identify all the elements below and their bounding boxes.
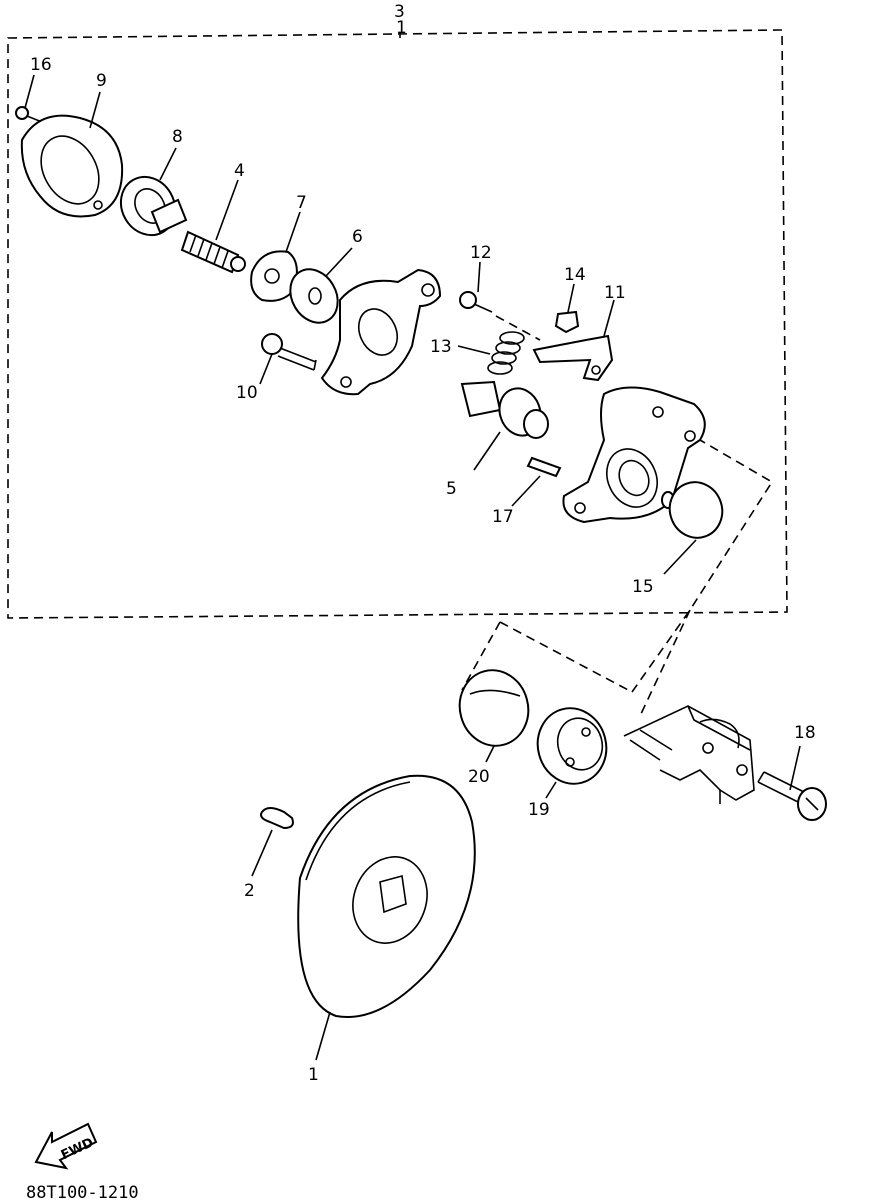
part-7-plate	[250, 211, 301, 302]
part-20-cap	[458, 669, 530, 763]
forward-direction-marker: FWD	[34, 1122, 98, 1170]
drawing-code: 88T100-1210	[26, 1183, 139, 1203]
assembly-boundary	[7, 29, 788, 717]
callout-12: 12	[470, 243, 492, 263]
part-2-key	[251, 807, 294, 877]
part-8-shaft-gear	[119, 147, 188, 237]
callout-6: 6	[352, 227, 363, 247]
callout-19: 19	[528, 800, 550, 820]
callout-5: 5	[446, 479, 457, 499]
callout-18: 18	[794, 723, 816, 743]
callout-7: 7	[296, 193, 307, 213]
callout-17: 17	[492, 507, 514, 527]
callout-13: 13	[430, 337, 452, 357]
part-13-spring	[457, 331, 525, 375]
pump-bracket	[562, 386, 706, 524]
callout-16: 16	[30, 55, 52, 75]
part-1-gear	[297, 774, 476, 1061]
callout-1: 1	[308, 1065, 319, 1085]
crankcase-section	[623, 705, 755, 804]
part-4-worm-shaft	[180, 179, 246, 274]
part-10-bolt	[259, 333, 317, 385]
callout-8: 8	[172, 127, 183, 147]
callout-20: 20	[468, 767, 490, 787]
part-6-washer	[289, 247, 353, 324]
part-14-cap	[554, 283, 580, 334]
part-17-pin	[511, 456, 562, 507]
callout-labels: 3 1 16 9 8 4 7 6 12 14 11 13 10 5 17 15 …	[30, 2, 816, 1085]
part-5-valve	[460, 380, 549, 471]
callout-10: 10	[236, 383, 258, 403]
pump-housing	[320, 268, 442, 396]
part-12-bolt	[459, 261, 541, 341]
part-11-lever	[532, 299, 615, 382]
callout-4: 4	[234, 161, 245, 181]
callout-2: 2	[244, 881, 255, 901]
callout-9: 9	[96, 71, 107, 91]
callout-3-sub: 1	[396, 18, 407, 38]
part-18-bolt	[757, 745, 827, 821]
callout-15: 15	[632, 577, 654, 597]
callout-11: 11	[604, 283, 626, 303]
part-15-plug	[661, 481, 724, 575]
callout-14: 14	[564, 265, 586, 285]
part-16-bolt	[15, 74, 43, 123]
part-9-cover	[20, 91, 124, 218]
part-19-ring	[536, 707, 608, 799]
callout-3: 3	[394, 2, 405, 22]
